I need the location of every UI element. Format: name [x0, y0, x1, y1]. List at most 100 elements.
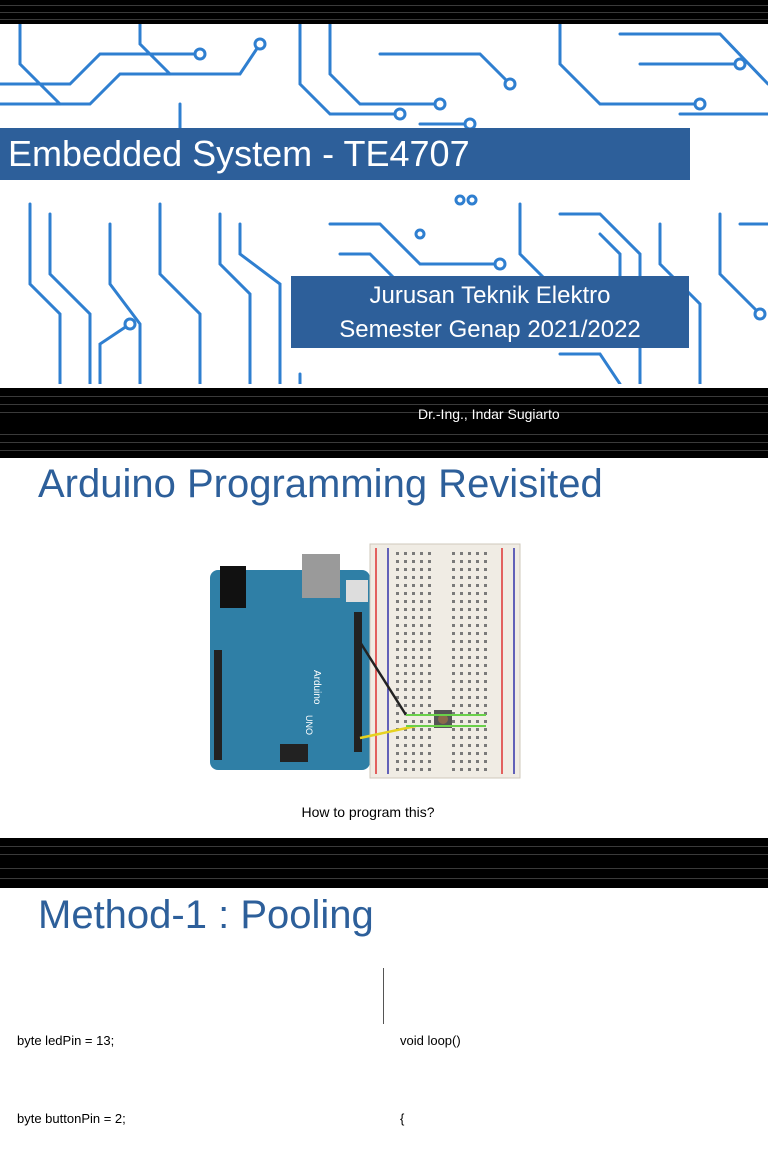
breadboard-hole — [420, 696, 423, 699]
breadboard-hole — [476, 648, 479, 651]
breadboard-hole — [396, 680, 399, 683]
middle-film-strip — [0, 838, 768, 888]
breadboard-hole — [396, 552, 399, 555]
breadboard-hole — [484, 688, 487, 691]
breadboard-hole — [460, 704, 463, 707]
breadboard-hole — [396, 768, 399, 771]
breadboard-hole — [428, 752, 431, 755]
breadboard-hole — [452, 552, 455, 555]
code-line: byte buttonPin = 2; — [17, 1111, 126, 1126]
breadboard-hole — [452, 768, 455, 771]
breadboard-hole — [460, 632, 463, 635]
breadboard-hole — [468, 664, 471, 667]
breadboard-hole — [428, 768, 431, 771]
breadboard-hole — [484, 576, 487, 579]
breadboard-hole — [476, 672, 479, 675]
breadboard-hole — [428, 744, 431, 747]
breadboard-hole — [476, 664, 479, 667]
breadboard-hole — [452, 688, 455, 691]
breadboard-hole — [412, 744, 415, 747]
breadboard-hole — [404, 624, 407, 627]
breadboard-hole — [404, 680, 407, 683]
breadboard-hole — [484, 648, 487, 651]
breadboard-hole — [468, 696, 471, 699]
breadboard-hole — [484, 616, 487, 619]
breadboard-hole — [468, 704, 471, 707]
breadboard-hole — [404, 584, 407, 587]
breadboard-hole — [412, 608, 415, 611]
breadboard-hole — [484, 592, 487, 595]
breadboard-hole — [468, 632, 471, 635]
breadboard-hole — [468, 688, 471, 691]
breadboard-hole — [452, 568, 455, 571]
breadboard-hole — [396, 648, 399, 651]
slide-2-title: Arduino Programming Revisited — [38, 462, 603, 506]
breadboard-hole — [468, 744, 471, 747]
breadboard-hole — [476, 624, 479, 627]
breadboard-hole — [452, 752, 455, 755]
breadboard-hole — [412, 664, 415, 667]
breadboard-hole — [476, 608, 479, 611]
breadboard-hole — [484, 704, 487, 707]
breadboard-hole — [484, 736, 487, 739]
breadboard-hole — [404, 704, 407, 707]
breadboard-hole — [460, 552, 463, 555]
breadboard-hole — [460, 560, 463, 563]
breadboard-hole — [420, 608, 423, 611]
breadboard-hole — [420, 600, 423, 603]
column-divider — [383, 968, 384, 1024]
breadboard-hole — [484, 568, 487, 571]
breadboard-hole — [476, 600, 479, 603]
breadboard-hole — [468, 672, 471, 675]
breadboard-hole — [428, 616, 431, 619]
breadboard-hole — [460, 728, 463, 731]
breadboard-hole — [420, 720, 423, 723]
breadboard-hole — [452, 728, 455, 731]
breadboard-hole — [468, 640, 471, 643]
breadboard-hole — [468, 608, 471, 611]
breadboard-hole — [452, 656, 455, 659]
breadboard-hole — [396, 736, 399, 739]
breadboard-hole — [420, 552, 423, 555]
breadboard-hole — [396, 704, 399, 707]
breadboard-hole — [452, 736, 455, 739]
breadboard-hole — [404, 576, 407, 579]
breadboard-hole — [404, 664, 407, 667]
code-line: void loop() — [400, 1033, 461, 1048]
code-right-block: void loop() { — [400, 976, 461, 1158]
breadboard-hole — [484, 584, 487, 587]
breadboard-hole — [412, 656, 415, 659]
breadboard-hole — [468, 616, 471, 619]
breadboard-hole — [420, 760, 423, 763]
breadboard-hole — [452, 576, 455, 579]
breadboard-hole — [452, 608, 455, 611]
breadboard-hole — [484, 672, 487, 675]
breadboard-hole — [428, 712, 431, 715]
breadboard-hole — [468, 584, 471, 587]
breadboard-hole — [484, 728, 487, 731]
breadboard-hole — [484, 560, 487, 563]
breadboard-hole — [396, 608, 399, 611]
breadboard-hole — [404, 720, 407, 723]
breadboard-hole — [484, 632, 487, 635]
breadboard-hole — [404, 608, 407, 611]
code-line: byte ledPin = 13; — [17, 1033, 115, 1048]
breadboard-hole — [428, 688, 431, 691]
breadboard-hole — [404, 688, 407, 691]
breadboard-hole — [396, 584, 399, 587]
breadboard-hole — [484, 752, 487, 755]
breadboard-hole — [468, 568, 471, 571]
breadboard-hole — [428, 672, 431, 675]
breadboard-hole — [452, 712, 455, 715]
breadboard-hole — [404, 552, 407, 555]
breadboard-hole — [460, 688, 463, 691]
breadboard-hole — [476, 560, 479, 563]
breadboard-hole — [468, 712, 471, 715]
breadboard-hole — [460, 640, 463, 643]
breadboard-hole — [396, 688, 399, 691]
code-left-block: byte ledPin = 13; byte buttonPin = 2; — [17, 976, 126, 1158]
breadboard-hole — [452, 680, 455, 683]
breadboard-hole — [404, 672, 407, 675]
breadboard-hole — [396, 696, 399, 699]
breadboard-hole — [452, 664, 455, 667]
